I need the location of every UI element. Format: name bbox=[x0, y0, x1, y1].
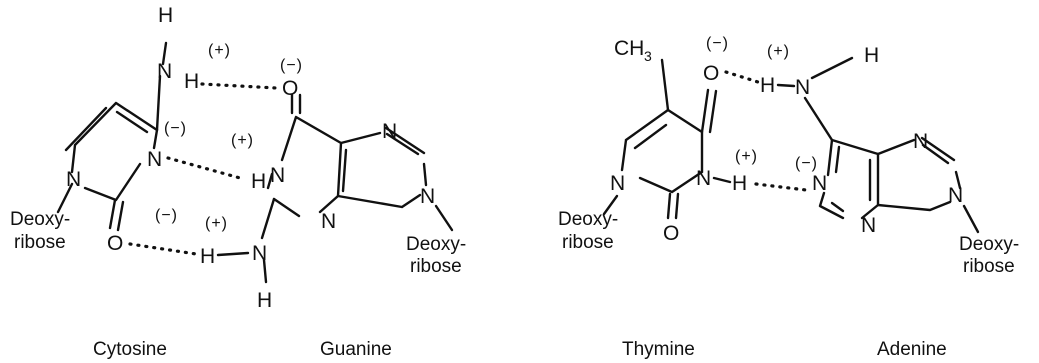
thymine-sugar-line1: Deoxy- bbox=[558, 209, 618, 230]
cg-charge-negative-2: (−) bbox=[164, 120, 187, 137]
cytosine-amino-h: H bbox=[184, 70, 199, 93]
guanine-amino-h: H bbox=[200, 245, 215, 268]
adenine-amino-h-top: H bbox=[864, 44, 879, 67]
cg-charge-negative-1: (−) bbox=[280, 57, 303, 74]
adenine-sugar-line2: ribose bbox=[963, 256, 1015, 277]
thymine-carbonyl-o-top: O bbox=[703, 62, 719, 85]
guanine-sugar-line2: ribose bbox=[410, 256, 462, 277]
guanine-amino-h-bottom: H bbox=[257, 289, 272, 312]
guanine-n1-h: H bbox=[251, 170, 266, 193]
cytosine-ring-n3: N bbox=[147, 148, 162, 171]
cytosine-structure: H N H N N O Deoxy- ribose bbox=[10, 4, 199, 255]
label-cytosine: Cytosine bbox=[93, 339, 167, 360]
thymine-adenine-hbonds bbox=[724, 70, 808, 192]
cytosine-amino-n: N bbox=[157, 60, 172, 83]
adenine-structure: N H H N N N N Deoxy- ribose bbox=[760, 44, 1019, 277]
guanine-ring-n1: N bbox=[270, 164, 285, 187]
thymine-methyl-ch: CH bbox=[614, 37, 644, 60]
cytosine-amino-h-top: H bbox=[158, 4, 173, 27]
thymine-ring-n3: N bbox=[696, 167, 711, 190]
cytosine-sugar-line1: Deoxy- bbox=[10, 209, 70, 230]
ta-charge-negative-1: (−) bbox=[706, 35, 729, 52]
thymine-sugar-line2: ribose bbox=[562, 232, 614, 253]
guanine-amino-n: N bbox=[252, 242, 267, 265]
thymine-carbonyl-o-bottom: O bbox=[663, 222, 679, 245]
guanine-structure: O N N N N N H H Deoxy- ribose H bbox=[200, 77, 466, 312]
guanine-sugar-line1: Deoxy- bbox=[406, 234, 466, 255]
label-guanine: Guanine bbox=[320, 339, 392, 360]
guanine-ring-n3: N bbox=[321, 210, 336, 233]
adenine-ring-n7: N bbox=[913, 130, 928, 153]
adenine-amino-h: H bbox=[760, 74, 775, 97]
ta-charge-positive-1: (+) bbox=[767, 43, 790, 60]
adenine-ring-n1: N bbox=[812, 172, 827, 195]
cytosine-ring-n1: N bbox=[66, 168, 81, 191]
cytosine-carbonyl-o: O bbox=[107, 232, 123, 255]
cg-charge-negative-3: (−) bbox=[155, 207, 178, 224]
thymine-ring-n1: N bbox=[610, 172, 625, 195]
adenine-amino-n: N bbox=[795, 76, 810, 99]
label-adenine: Adenine bbox=[877, 339, 947, 360]
label-thymine: Thymine bbox=[622, 339, 695, 360]
cg-charge-positive-3: (+) bbox=[205, 215, 228, 232]
thymine-methyl-subscript: 3 bbox=[644, 48, 652, 64]
guanine-ring-n7: N bbox=[382, 120, 397, 143]
cytosine-sugar-line2: ribose bbox=[14, 232, 66, 253]
ta-charge-positive-2: (+) bbox=[735, 148, 758, 165]
cg-charge-positive-1: (+) bbox=[208, 42, 231, 59]
ta-charge-negative-2: (−) bbox=[795, 155, 818, 172]
adenine-ring-n9: N bbox=[948, 184, 963, 207]
adenine-sugar-line1: Deoxy- bbox=[959, 234, 1019, 255]
thymine-n3-h: H bbox=[732, 172, 747, 195]
thymine-structure: CH 3 O N H N O Deoxy- ribose bbox=[558, 37, 747, 253]
guanine-ring-n9: N bbox=[420, 185, 435, 208]
guanine-carbonyl-o: O bbox=[282, 77, 298, 100]
adenine-ring-n3: N bbox=[861, 214, 876, 237]
cg-charge-positive-2: (+) bbox=[231, 132, 254, 149]
cytosine-guanine-hbonds bbox=[128, 82, 278, 256]
